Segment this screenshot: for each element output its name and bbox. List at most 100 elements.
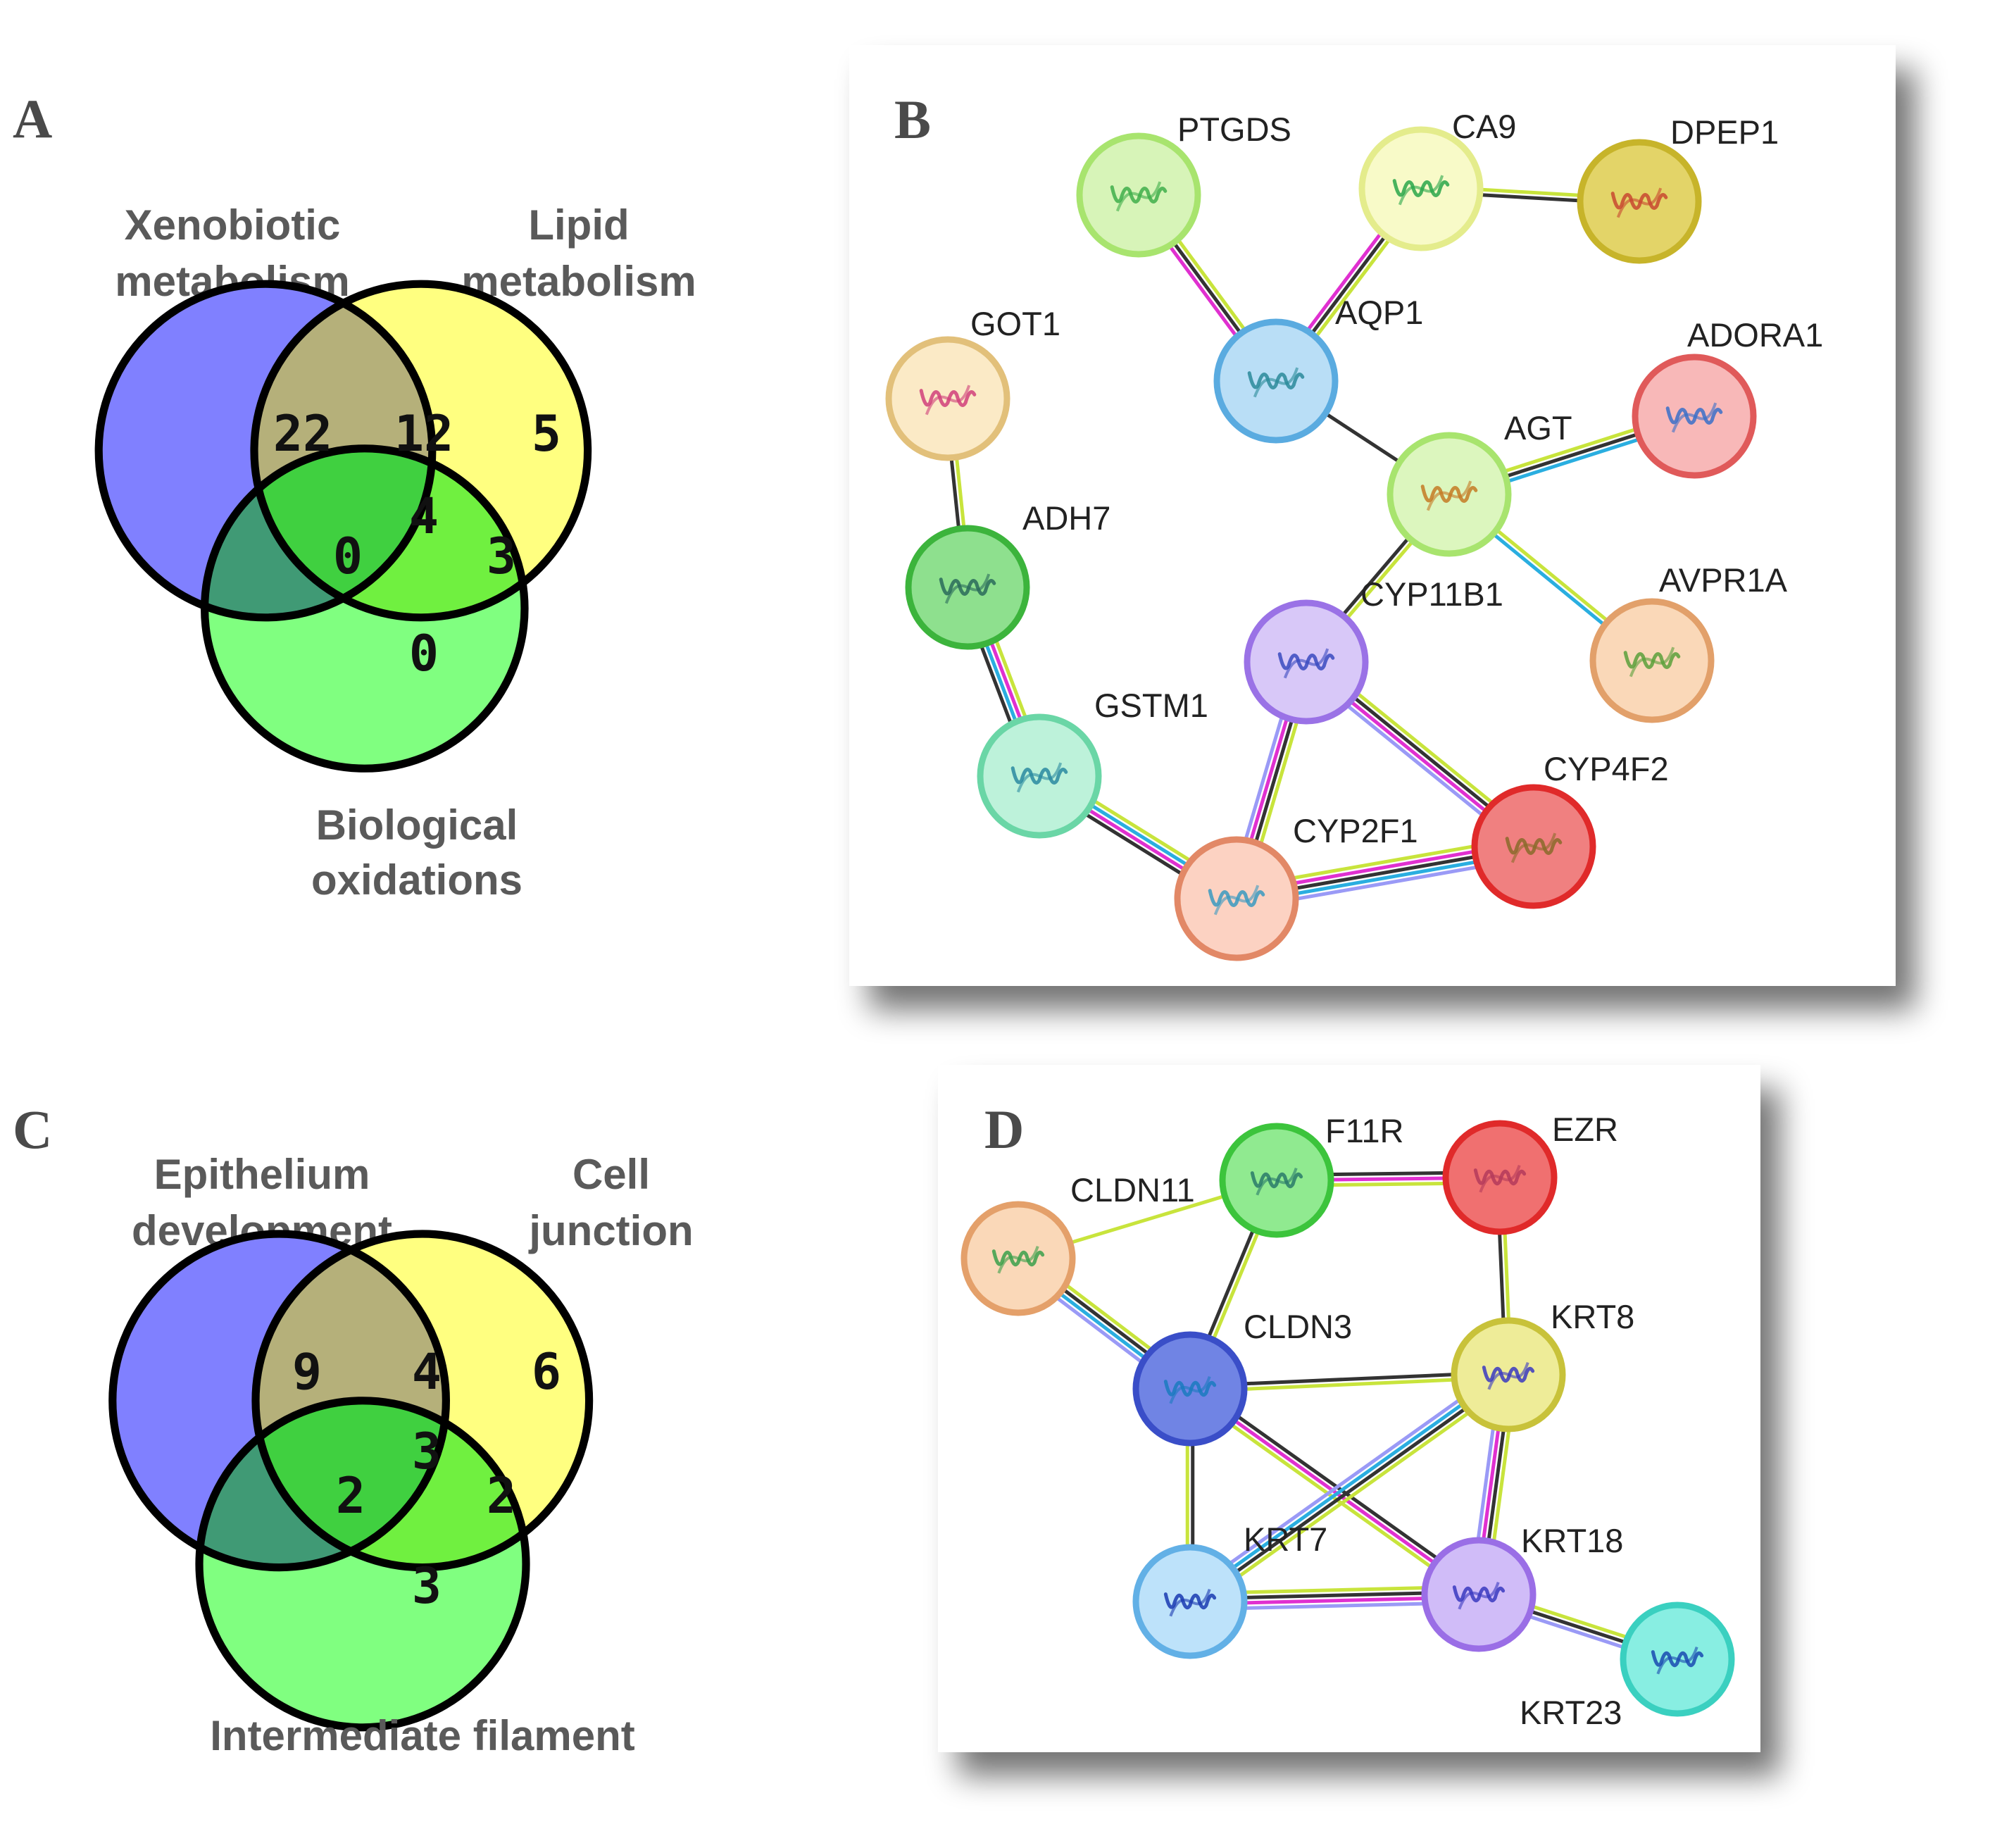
network-b-label-cyp11b1: CYP11B1 [1360,575,1503,613]
network-b-protein-ribbon-icon-cyp2f1 [1213,885,1260,916]
network-b-label-ptgds: PTGDS [1177,111,1291,148]
network-d-edge-krt8-krt7-text [1194,1380,1514,1610]
network-d-label-cldn11: CLDN11 [1070,1171,1195,1209]
network-d-label-ezr: EZR [1552,1111,1618,1148]
venn-a-set1-title-line1: Xenobiotic [125,201,341,249]
venn-a-region-12: 12 [394,405,453,463]
network-d-node-krt7[interactable] [1132,1544,1248,1659]
venn-c-set2-title-line2: junction [528,1207,693,1254]
network-b-node-ptgds[interactable] [1076,132,1201,258]
venn-a-set3-title-line1: Biological [316,801,518,849]
network-b-protein-structure-icon-agt [1420,485,1478,503]
panel-letter-a: A [13,88,52,149]
network-b-protein-structure-icon-cyp4f2 [1505,837,1563,855]
panel-letter-b: B [894,89,931,150]
network-d-label-cldn3: CLDN3 [1244,1308,1352,1345]
network-d-node-krt18[interactable] [1421,1537,1537,1652]
network-d-edge-krt8-krt7-coexp [1190,1375,1511,1606]
network-d-protein-structure-icon-krt7 [1163,1592,1217,1610]
network-b-protein-structure-icon-adora1 [1665,406,1723,425]
network-b-protein-structure-icon-cyp11b1 [1277,652,1335,670]
network-b-protein-ribbon-icon-adora1 [1671,402,1717,433]
network-b-protein-structure-icon-avpr1a [1623,651,1681,669]
network-d-edge-cldn3-krt18-exp [1189,1387,1480,1597]
network-d-node-krt23[interactable] [1620,1602,1735,1717]
network-b-label-aqp1: AQP1 [1335,294,1423,331]
network-b-label-dpep1: DPEP1 [1670,113,1779,151]
venn-c-diagram [108,1230,594,1732]
network-b-node-adora1[interactable] [1632,354,1757,479]
venn-c-set2-title-line1: Cell [572,1151,650,1198]
network-d-protein-structure-icon-krt18 [1452,1585,1506,1603]
network-b-label-ca9: CA9 [1452,108,1516,145]
network-b-protein-ribbon-icon-adh7 [944,573,991,604]
network-d-label-krt8: KRT8 [1551,1298,1634,1335]
network-d-protein-ribbon-icon-krt18 [1458,1582,1500,1610]
network-d-node-f11r[interactable] [1219,1123,1334,1238]
venn-c-region-123: 3 [412,1423,442,1480]
network-b-protein-ribbon-icon-aqp1 [1253,367,1299,398]
network-b-node-cyp11b1[interactable] [1244,599,1369,725]
network-b-label-got1: GOT1 [970,305,1060,342]
network-b-protein-structure-icon-adh7 [939,578,996,596]
network-b-node-adh7[interactable] [905,525,1030,650]
network-d-node-cldn11[interactable] [960,1201,1076,1316]
venn-a-region-only3: 0 [409,625,439,682]
panel-letter-d: D [984,1099,1024,1160]
network-d-label-krt23: KRT23 [1520,1694,1622,1731]
network-d-edge-krt8-krt7-db [1187,1371,1508,1601]
network-d-label-f11r: F11R [1325,1112,1403,1149]
network-d-protein-structure-icon-krt23 [1651,1650,1704,1668]
network-b-protein-structure-icon-ptgds [1110,185,1168,204]
network-b-protein-ribbon-icon-avpr1a [1629,647,1675,678]
network-d-edge-krt8-krt7-homol [1184,1366,1505,1597]
venn-a-region-13: 0 [333,527,363,585]
network-b-label-cyp4f2: CYP4F2 [1544,750,1669,787]
network-b-node-cyp2f1[interactable] [1174,836,1299,961]
venn-c-region-only1: 9 [292,1343,322,1401]
network-b-node-got1[interactable] [885,336,1010,461]
network-d-protein-ribbon-icon-f11r [1256,1168,1298,1196]
venn-a-region-123: 4 [409,487,439,545]
venn-a-region-only1: 22 [273,405,332,463]
network-d-protein-ribbon-icon-ezr [1479,1165,1521,1193]
network-b-node-gstm1[interactable] [977,713,1102,839]
network-b-label-agt: AGT [1504,409,1572,447]
network-d-protein-structure-icon-cldn3 [1163,1380,1217,1397]
network-d-label-krt7: KRT7 [1244,1521,1327,1558]
venn-a-region-23: 3 [487,527,516,585]
network-b-node-ca9[interactable] [1358,126,1484,251]
network-b-protein-structure-icon-gstm1 [1010,766,1068,785]
network-d-protein-structure-icon-f11r [1250,1171,1303,1189]
network-d-protein-structure-icon-cldn11 [991,1249,1045,1267]
network-b-node-cyp4f2[interactable] [1471,784,1596,909]
network-b-protein-ribbon-icon-got1 [925,385,971,416]
network-b-protein-structure-icon-got1 [919,389,977,407]
network-b-node-agt[interactable] [1387,432,1512,557]
venn-a-diagram [94,280,592,773]
network-d-node-krt8[interactable] [1451,1317,1566,1432]
venn-a-set3-title-line2: oxidations [311,856,522,904]
network-d-node-cldn3[interactable] [1132,1331,1248,1447]
network-b-protein-structure-icon-aqp1 [1247,371,1305,389]
network-b-label-adh7: ADH7 [1022,499,1110,537]
venn-c-region-only3: 3 [412,1557,442,1615]
network-d-protein-structure-icon-ezr [1473,1168,1527,1186]
network-b-protein-ribbon-icon-cyp4f2 [1510,832,1557,863]
network-d-protein-ribbon-icon-krt8 [1487,1362,1529,1390]
network-d-node-ezr[interactable] [1442,1120,1558,1235]
network-b-node-aqp1[interactable] [1213,318,1339,444]
network-b-node-dpep1[interactable] [1577,139,1702,264]
network-b-label-cyp2f1: CYP2F1 [1293,812,1418,849]
panel-letter-c: C [13,1099,52,1160]
network-b-protein-ribbon-icon-cyp11b1 [1283,648,1329,679]
network-b-label-gstm1: GSTM1 [1094,687,1208,724]
network-d-protein-ribbon-icon-cldn3 [1169,1376,1211,1404]
network-b-protein-ribbon-icon-gstm1 [1016,762,1063,793]
network-b-node-avpr1a[interactable] [1589,598,1715,723]
network-d-label-krt18: KRT18 [1521,1522,1623,1559]
